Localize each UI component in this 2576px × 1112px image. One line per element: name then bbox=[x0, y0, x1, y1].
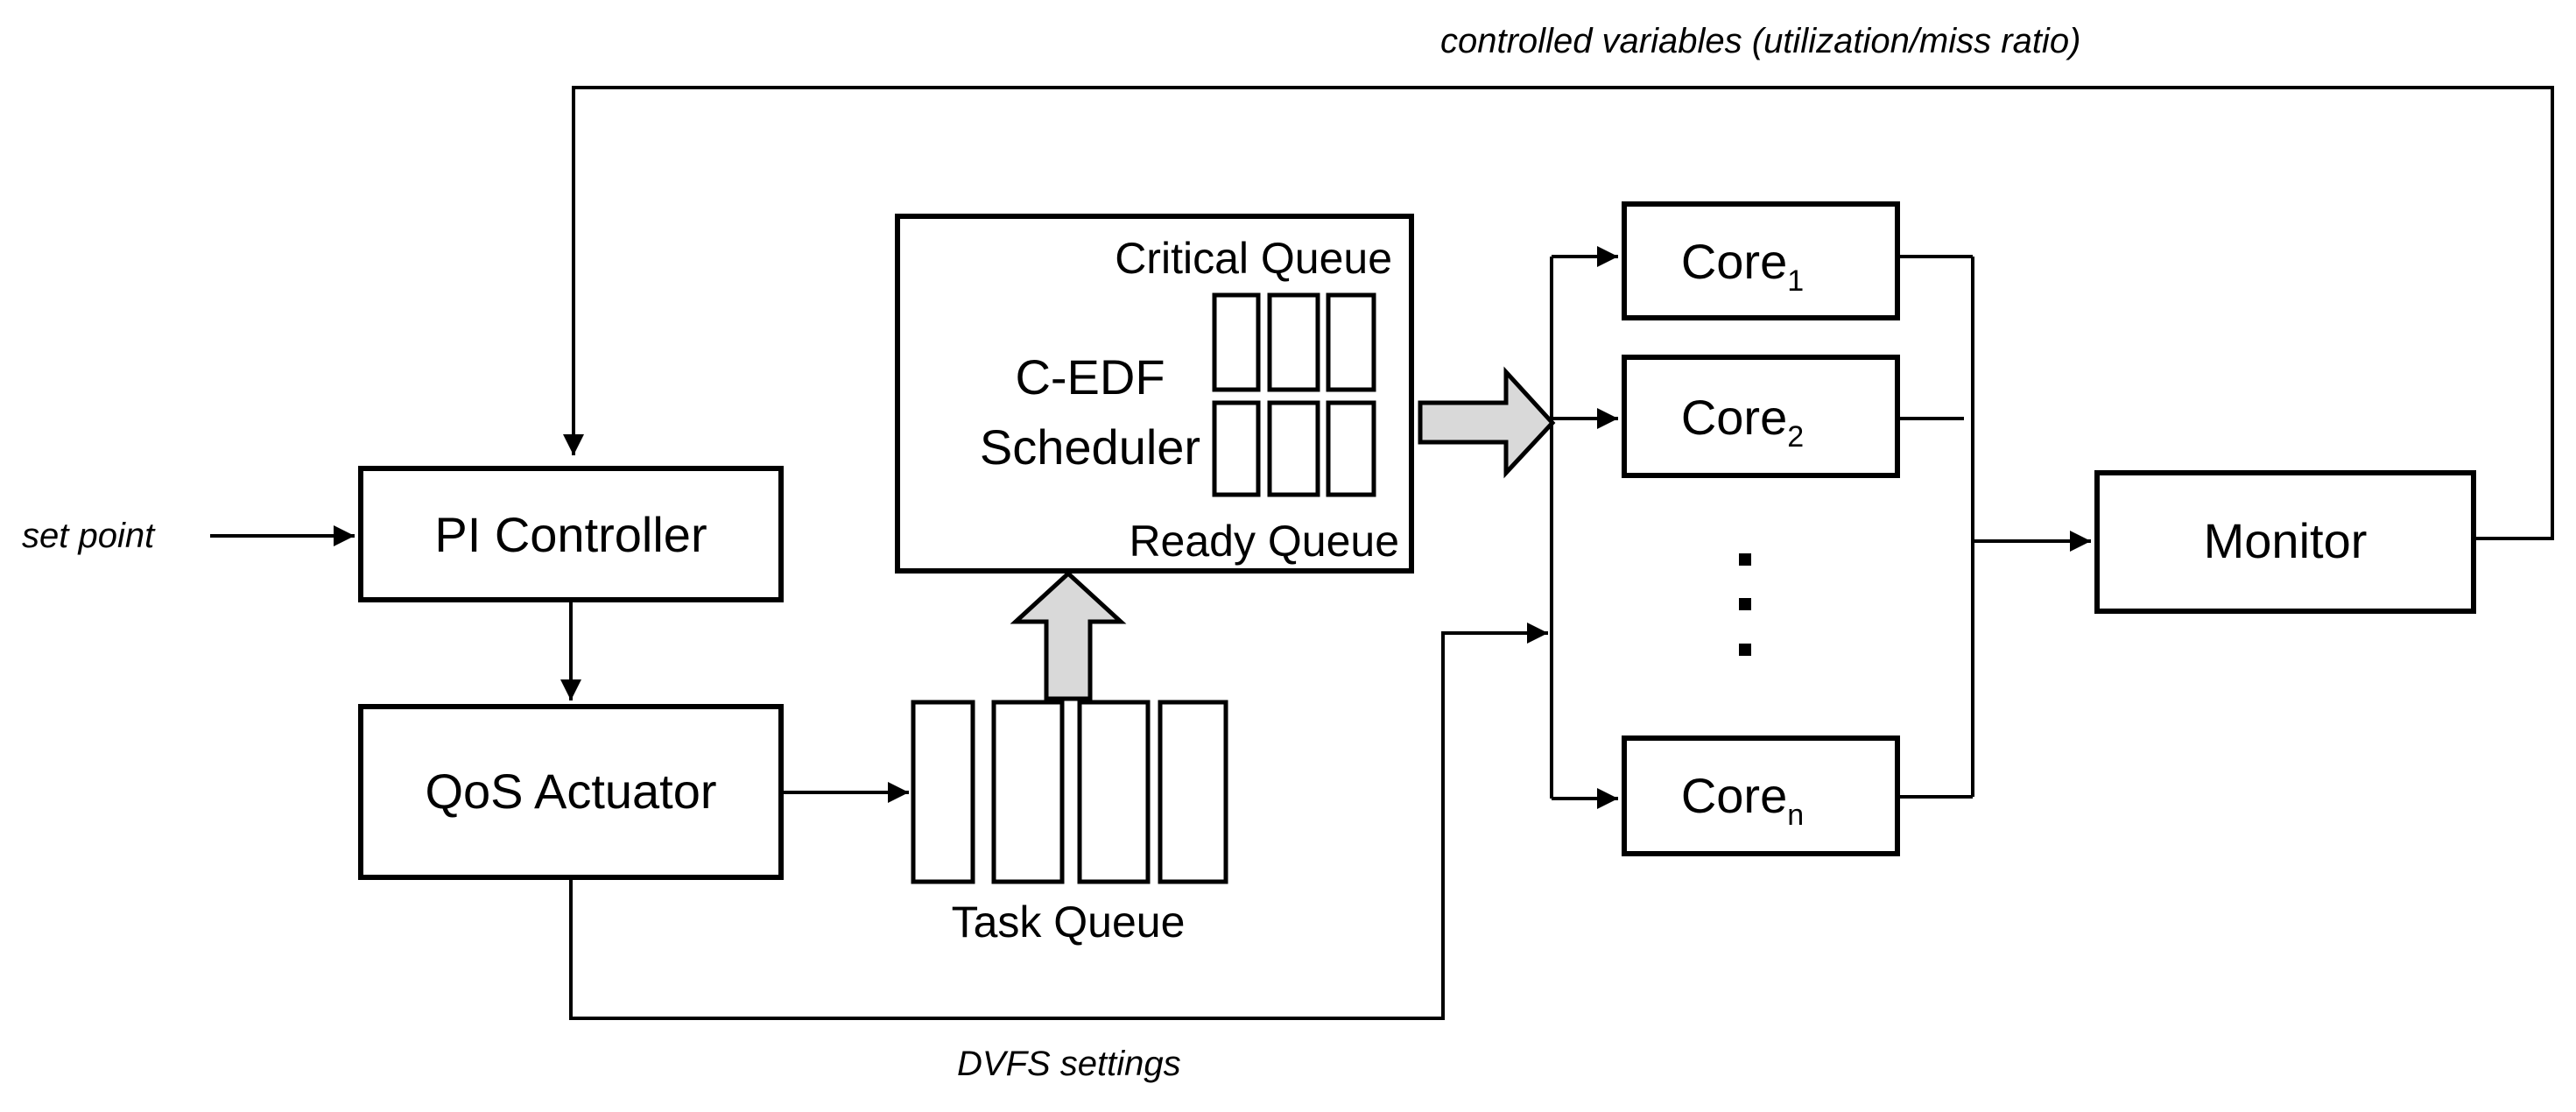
ready-queue-slot bbox=[1326, 400, 1376, 497]
core2-label: Core2 bbox=[1681, 390, 1804, 454]
critical-queue-slots bbox=[1212, 292, 1376, 392]
task-queue-slot bbox=[1077, 700, 1151, 884]
critical-queue-slot bbox=[1212, 292, 1261, 392]
ellipsis-dots bbox=[1739, 553, 1751, 656]
qos-actuator-label: QoS Actuator bbox=[425, 764, 716, 819]
task-to-scheduler-arrow bbox=[1010, 570, 1127, 701]
set-point-label: set point bbox=[22, 517, 156, 555]
ready-queue-slot bbox=[1212, 400, 1261, 497]
critical-queue-slot bbox=[1326, 292, 1376, 392]
task-queue bbox=[911, 700, 1228, 884]
monitor-box bbox=[2094, 470, 2476, 614]
dvfs-line bbox=[569, 623, 1548, 1020]
core1-box bbox=[1622, 201, 1900, 320]
critical-queue-label: Critical Queue bbox=[1115, 234, 1392, 283]
critical-queue-slot bbox=[1267, 292, 1320, 392]
core2-box bbox=[1622, 355, 1900, 478]
task-queue-slot bbox=[1158, 700, 1228, 884]
feedback-line bbox=[563, 86, 2554, 540]
monitor-label: Monitor bbox=[2204, 513, 2368, 568]
core1-label: Core1 bbox=[1681, 234, 1804, 298]
task-queue-slot bbox=[991, 700, 1065, 884]
ready-queue-slots bbox=[1212, 400, 1376, 497]
task-queue-label: Task Queue bbox=[952, 897, 1186, 947]
pi-controller-box bbox=[358, 466, 784, 602]
scheduler-box bbox=[895, 214, 1414, 574]
feedback-label: controlled variables (utilization/miss r… bbox=[1440, 22, 2080, 60]
qos-actuator-box bbox=[358, 704, 784, 880]
scheduler-label-line1: C-EDF bbox=[1015, 349, 1165, 405]
scheduler-to-cores-arrow bbox=[1418, 366, 1556, 479]
task-queue-slot bbox=[911, 700, 975, 884]
pi-controller-label: PI Controller bbox=[434, 507, 707, 562]
scheduler-label-line2: Scheduler bbox=[980, 419, 1200, 475]
dvfs-label: DVFS settings bbox=[957, 1045, 1181, 1083]
ready-queue-slot bbox=[1267, 400, 1320, 497]
ready-queue-label: Ready Queue bbox=[1129, 517, 1399, 566]
coren-label: Coren bbox=[1681, 768, 1804, 832]
coren-box bbox=[1622, 735, 1900, 856]
